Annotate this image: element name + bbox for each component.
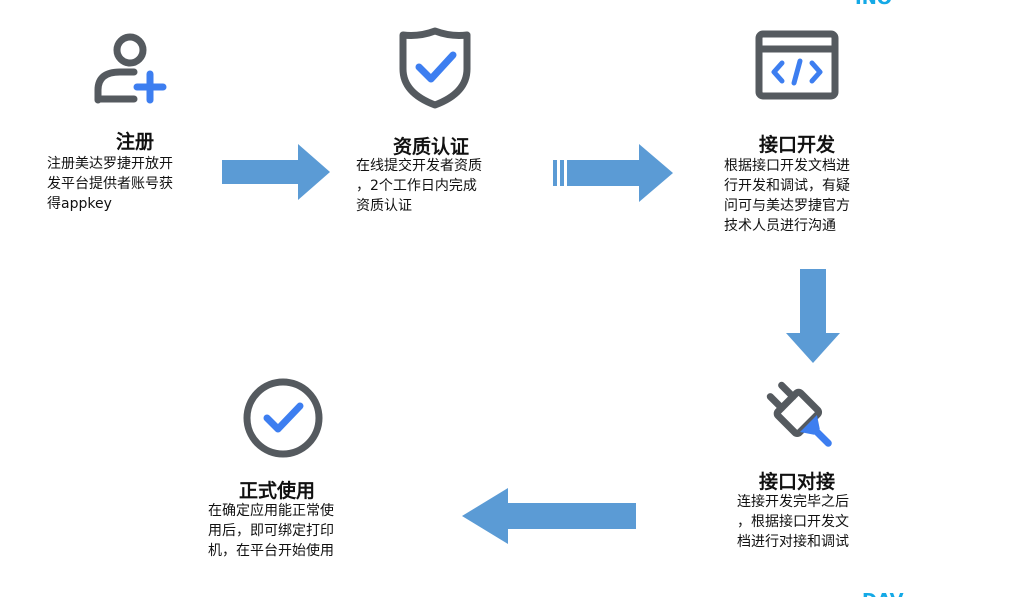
arrow-right-1 (222, 144, 330, 200)
user-add-icon (94, 33, 167, 104)
code-window-icon (755, 30, 839, 100)
arrow-right-2 (553, 144, 673, 202)
step-desc-integration: 连接开发完毕之后 ，根据接口开发文 档进行对接和调试 (737, 494, 849, 550)
step-desc-api-dev: 根据接口开发文档进 行开发和调试，有疑 问可与美达罗捷官方 技术人员进行沟通 (724, 158, 850, 234)
plug-icon (766, 381, 832, 447)
step-title-qualification: 资质认证 (392, 136, 469, 158)
arrow-left (462, 488, 636, 544)
arrow-down (786, 269, 840, 363)
step-title-integration: 接口对接 (758, 471, 835, 493)
step-title-production: 正式使用 (238, 480, 315, 502)
corner-mark-bottom: DAV (862, 588, 932, 597)
corner-mark-top: INO (855, 0, 915, 8)
step-title-register: 注册 (115, 131, 154, 153)
shield-check-icon (399, 27, 471, 109)
step-title-api-dev: 接口开发 (758, 134, 835, 156)
circle-check-icon (243, 378, 323, 458)
step-desc-qualification: 在线提交开发者资质 ，2个工作日内完成 资质认证 (356, 158, 482, 214)
step-desc-register: 注册美达罗捷开放开 发平台提供者账号获 得appkey (47, 156, 173, 212)
step-desc-production: 在确定应用能正常使 用后，即可绑定打印 机，在平台开始使用 (208, 503, 334, 559)
